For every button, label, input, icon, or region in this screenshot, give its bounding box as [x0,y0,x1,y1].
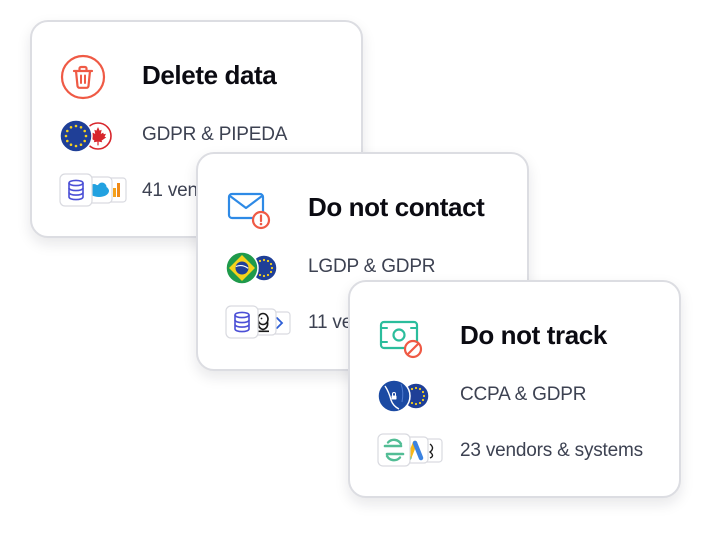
flag-icons [58,118,114,154]
camera-blocked-icon [378,314,424,360]
vendor-icons [376,432,446,470]
segment-icon [377,433,411,467]
flag-icons [224,250,280,286]
vendor-count-label: 23 vendors & systems [460,440,643,461]
vendor-icons [58,172,128,210]
eu-flag-icon [59,119,93,153]
card-do-not-track[interactable]: Do not track [348,280,681,498]
mail-warning-icon [226,186,272,232]
flag-icons [376,378,432,414]
card-title: Do not contact [308,192,485,222]
regulation-label: CCPA & GDPR [460,384,587,405]
eu-flag-icon [402,382,430,410]
regulation-label: LGDP & GDPR [308,256,436,277]
database-icon [225,305,259,339]
trash-icon [60,54,106,100]
brazil-flag-icon [225,251,259,285]
card-title: Delete data [142,60,277,90]
regulation-label: GDPR & PIPEDA [142,124,288,145]
database-icon [59,173,93,207]
california-seal-icon [377,379,411,413]
vendor-icons [224,304,294,342]
card-title: Do not track [460,320,607,350]
